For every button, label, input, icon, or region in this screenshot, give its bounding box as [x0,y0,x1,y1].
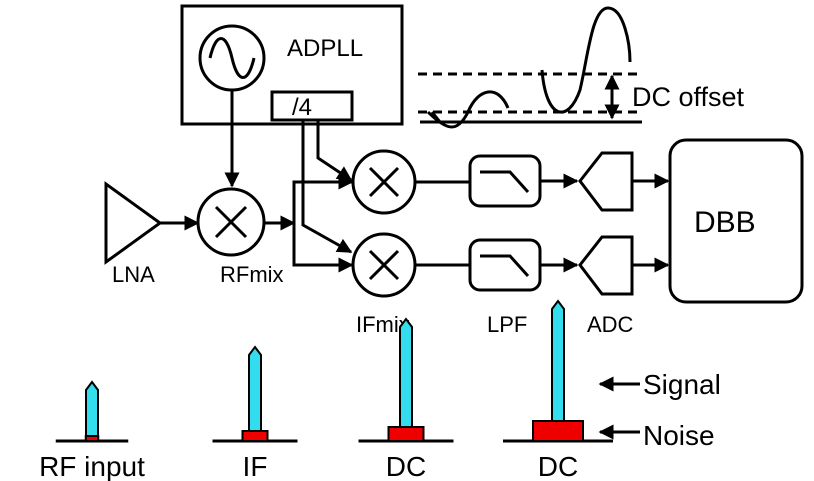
noise-floor [387,426,425,442]
spectrum-caption: IF [243,451,268,481]
rf-mixer [196,187,266,257]
spectrum-caption: DC [386,451,426,481]
noise-floor [532,420,584,442]
adc-top [578,151,634,212]
signal-tone [248,345,262,432]
spectrum-3: DC [358,317,454,481]
spectrum-caption: RF input [39,451,145,481]
lna-amplifier [104,181,163,265]
noise-floor [241,430,269,442]
signal-tone [551,299,565,422]
divider-label: /4 [292,94,312,121]
dc-offset-label: DC offset [632,82,745,112]
if-mixer-top [351,149,417,215]
signal-tone [85,380,99,437]
lpf-label: LPF [487,312,527,337]
noise-floor [84,435,100,442]
spectra-row: RF input IF DC DC [39,299,613,481]
lpf-top [468,154,542,208]
signal-label: Signal [643,369,721,400]
lpf-bottom [468,238,542,292]
adpll-label: ADPLL [287,35,363,62]
divider-block [270,90,354,122]
lna-label: LNA [112,262,155,287]
adpll-block: ADPLL /4 [180,4,404,126]
sine-wave-icon [208,37,256,79]
lo-to-ifmix-top-arrow [316,120,353,182]
adc-label: ADC [587,312,634,337]
noise-label: Noise [643,420,715,451]
if-split-bottom-arrow [292,223,354,273]
dbb-label: DBB [694,206,756,239]
spectrum-caption: DC [538,451,578,481]
dc-offset-illustration: DC offset [418,6,745,129]
lo-to-ifmix-bottom-arrow [301,120,353,254]
dbb-block [668,138,804,304]
adc-bottom [578,235,634,296]
spectrum-4: DC [503,299,613,481]
rfmix-label: RFmix [220,262,284,287]
spectrum-1: RF input [39,380,145,481]
signal-tone [399,317,413,428]
spectrum-2: IF [212,345,298,481]
if-mixer-bottom [351,232,417,298]
